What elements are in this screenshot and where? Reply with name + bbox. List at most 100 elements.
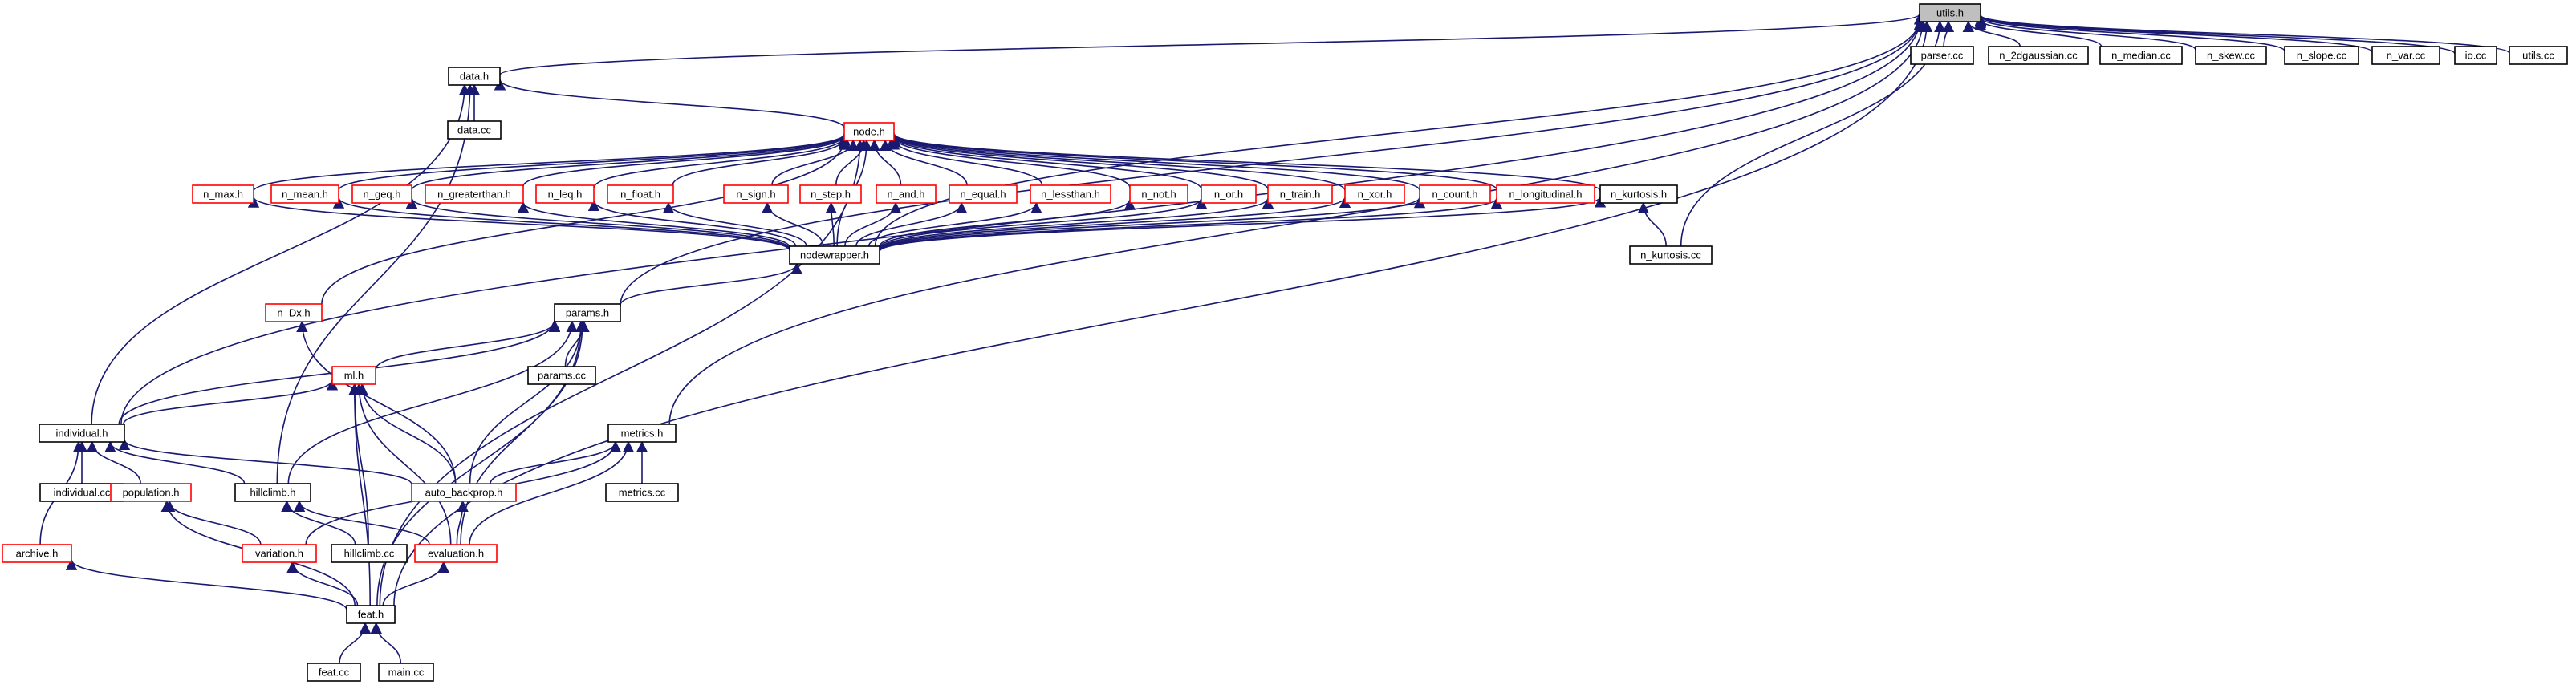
node-box[interactable] <box>1129 184 1188 204</box>
node-archive-h[interactable]: archive.h <box>2 544 72 563</box>
node-population-h[interactable]: population.h <box>110 483 192 502</box>
node-n-sign-h[interactable]: n_sign.h <box>723 184 789 204</box>
node-n-or-h[interactable]: n_or.h <box>1201 184 1257 204</box>
node-box[interactable] <box>2509 46 2568 65</box>
edge-feat_h-to-evaluation_h <box>382 561 449 606</box>
node-utils-h[interactable]: utils.h <box>1919 3 1981 22</box>
node-nodewrapper-h[interactable]: nodewrapper.h <box>789 245 880 265</box>
node-n-greaterthan-h[interactable]: n_greaterthan.h <box>425 184 524 204</box>
node-box[interactable] <box>605 483 679 502</box>
node-box[interactable] <box>799 184 862 204</box>
node-n-equal-h[interactable]: n_equal.h <box>949 184 1018 204</box>
node-box[interactable] <box>378 663 434 682</box>
node-box[interactable] <box>346 605 396 624</box>
node-n-count-h[interactable]: n_count.h <box>1419 184 1491 204</box>
node-box[interactable] <box>1988 46 2089 65</box>
node-feat-cc[interactable]: feat.cc <box>307 663 361 682</box>
node-box[interactable] <box>2195 46 2267 65</box>
node-parser-cc[interactable]: parser.cc <box>1910 46 1974 65</box>
node-n-mean-h[interactable]: n_mean.h <box>270 184 339 204</box>
node-n-lessthan-h[interactable]: n_lessthan.h <box>1030 184 1111 204</box>
node-params-h[interactable]: params.h <box>554 303 621 322</box>
node-box[interactable] <box>234 483 311 502</box>
node-box[interactable] <box>723 184 789 204</box>
node-box[interactable] <box>843 122 895 141</box>
node-metrics-cc[interactable]: metrics.cc <box>605 483 679 502</box>
node-io-cc[interactable]: io.cc <box>2454 46 2497 65</box>
node-n-2dgaussian-cc[interactable]: n_2dgaussian.cc <box>1988 46 2089 65</box>
node-individual-h[interactable]: individual.h <box>39 424 125 443</box>
node-box[interactable] <box>2371 46 2440 65</box>
node-box[interactable] <box>39 424 125 443</box>
node-main-cc[interactable]: main.cc <box>378 663 434 682</box>
node-box[interactable] <box>876 184 937 204</box>
node-box[interactable] <box>192 184 254 204</box>
node-box[interactable] <box>242 544 317 563</box>
node-box[interactable] <box>789 245 880 265</box>
node-box[interactable] <box>2454 46 2497 65</box>
node-n-float-h[interactable]: n_float.h <box>607 184 674 204</box>
node-params-cc[interactable]: params.cc <box>527 366 596 385</box>
node-box[interactable] <box>414 544 498 563</box>
node-individual-cc[interactable]: individual.cc <box>39 483 124 502</box>
node-box[interactable] <box>1344 184 1405 204</box>
node-ml-h[interactable]: ml.h <box>331 366 376 385</box>
node-box[interactable] <box>331 544 408 563</box>
node-box[interactable] <box>265 303 323 322</box>
node-box[interactable] <box>2099 46 2183 65</box>
node-metrics-h[interactable]: metrics.h <box>607 424 677 443</box>
node-n-and-h[interactable]: n_and.h <box>876 184 937 204</box>
node-n-slope-cc[interactable]: n_slope.cc <box>2284 46 2359 65</box>
node-box[interactable] <box>554 303 621 322</box>
node-box[interactable] <box>527 366 596 385</box>
node-hillclimb-cc[interactable]: hillclimb.cc <box>331 544 408 563</box>
node-box[interactable] <box>447 120 502 140</box>
node-box[interactable] <box>1599 184 1678 204</box>
node-box[interactable] <box>2 544 72 563</box>
node-utils-cc[interactable]: utils.cc <box>2509 46 2568 65</box>
node-box[interactable] <box>411 483 517 502</box>
node-n-Dx-h[interactable]: n_Dx.h <box>265 303 323 322</box>
node-n-xor-h[interactable]: n_xor.h <box>1344 184 1405 204</box>
node-box[interactable] <box>425 184 524 204</box>
node-data-cc[interactable]: data.cc <box>447 120 502 140</box>
node-box[interactable] <box>949 184 1018 204</box>
node-n-step-h[interactable]: n_step.h <box>799 184 862 204</box>
node-n-median-cc[interactable]: n_median.cc <box>2099 46 2183 65</box>
node-box[interactable] <box>448 67 501 86</box>
node-box[interactable] <box>1201 184 1257 204</box>
node-box[interactable] <box>1919 3 1981 22</box>
node-node-h[interactable]: node.h <box>843 122 895 141</box>
node-evaluation-h[interactable]: evaluation.h <box>414 544 498 563</box>
node-box[interactable] <box>1267 184 1333 204</box>
node-box[interactable] <box>1419 184 1491 204</box>
node-n-skew-cc[interactable]: n_skew.cc <box>2195 46 2267 65</box>
node-box[interactable] <box>1030 184 1111 204</box>
node-n-var-cc[interactable]: n_var.cc <box>2371 46 2440 65</box>
node-box[interactable] <box>331 366 376 385</box>
node-box[interactable] <box>270 184 339 204</box>
node-n-kurtosis-cc[interactable]: n_kurtosis.cc <box>1629 245 1713 265</box>
node-n-geq-h[interactable]: n_geq.h <box>351 184 412 204</box>
node-n-longitudinal-h[interactable]: n_longitudinal.h <box>1496 184 1595 204</box>
node-box[interactable] <box>1629 245 1713 265</box>
node-box[interactable] <box>110 483 192 502</box>
node-data-h[interactable]: data.h <box>448 67 501 86</box>
node-auto-backprop-h[interactable]: auto_backprop.h <box>411 483 517 502</box>
node-box[interactable] <box>607 424 677 443</box>
node-n-max-h[interactable]: n_max.h <box>192 184 254 204</box>
node-feat-h[interactable]: feat.h <box>346 605 396 624</box>
node-box[interactable] <box>2284 46 2359 65</box>
node-box[interactable] <box>307 663 361 682</box>
node-box[interactable] <box>607 184 674 204</box>
node-box[interactable] <box>1910 46 1974 65</box>
node-n-kurtosis-h[interactable]: n_kurtosis.h <box>1599 184 1678 204</box>
node-n-leq-h[interactable]: n_leq.h <box>535 184 595 204</box>
node-n-not-h[interactable]: n_not.h <box>1129 184 1188 204</box>
node-box[interactable] <box>1496 184 1595 204</box>
node-variation-h[interactable]: variation.h <box>242 544 317 563</box>
node-box[interactable] <box>535 184 595 204</box>
node-box[interactable] <box>351 184 412 204</box>
node-hillclimb-h[interactable]: hillclimb.h <box>234 483 311 502</box>
node-n-train-h[interactable]: n_train.h <box>1267 184 1333 204</box>
